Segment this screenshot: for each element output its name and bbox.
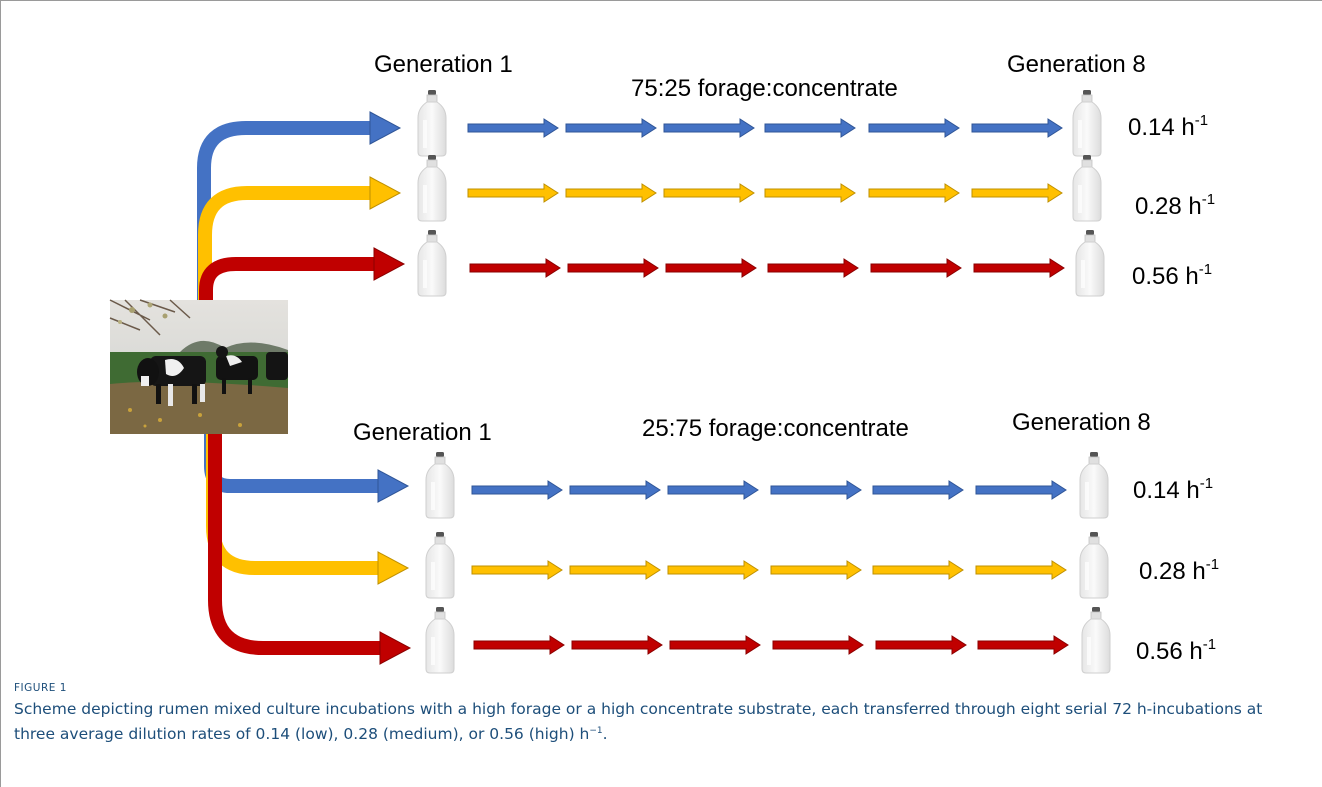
group2-rate-yellow: 0.28 h-1 — [1139, 556, 1219, 585]
rate-exponent: -1 — [1200, 475, 1213, 492]
caption-body: Scheme depicting rumen mixed culture inc… — [14, 700, 1263, 744]
feed-arrows — [197, 111, 412, 665]
group2-rate-blue: 0.14 h-1 — [1133, 475, 1213, 504]
culture-bottle-icon — [417, 90, 447, 157]
frame-border-top — [0, 0, 1322, 1]
transfer-arrow — [977, 635, 1069, 655]
rate-exponent: -1 — [1199, 261, 1212, 278]
group1-rate-yellow: 0.28 h-1 — [1135, 191, 1215, 220]
caption-text: Scheme depicting rumen mixed culture inc… — [14, 698, 1304, 745]
transfer-arrow — [471, 560, 563, 580]
transfer-arrow — [565, 118, 657, 138]
culture-bottle-icon — [417, 155, 447, 222]
rate-exponent: -1 — [1203, 636, 1216, 653]
transfer-arrow — [663, 118, 755, 138]
transfer-arrow — [473, 635, 565, 655]
transfer-arrow — [567, 258, 659, 278]
rate-value: 0.56 h — [1136, 638, 1203, 665]
transfer-arrow — [565, 183, 657, 203]
rate-exponent: -1 — [1195, 112, 1208, 129]
feed-arrowhead-top-red — [373, 247, 406, 281]
culture-bottle-icon — [1079, 452, 1109, 519]
transfer-arrow — [471, 480, 563, 500]
transfer-arrow — [975, 560, 1067, 580]
feed-arrow-top-red — [199, 257, 376, 300]
feed-arrowhead-top-blue — [369, 111, 402, 145]
culture-bottle-icon — [1079, 532, 1109, 599]
transfer-arrow — [868, 118, 960, 138]
rate-value: 0.28 h — [1139, 558, 1206, 585]
group1-rate-blue: 0.14 h-1 — [1128, 112, 1208, 141]
transfer-arrow — [971, 118, 1063, 138]
group2-rate-red: 0.56 h-1 — [1136, 636, 1216, 665]
scheme-diagram: Generation 1 75:25 forage:concentrate Ge… — [109, 51, 1219, 674]
culture-bottle-icon — [425, 452, 455, 519]
transfer-arrow — [663, 183, 755, 203]
transfer-arrow — [770, 560, 862, 580]
culture-bottle-icon — [417, 230, 447, 297]
feed-arrow-bottom-red — [208, 432, 382, 655]
group1-rate-red: 0.56 h-1 — [1132, 261, 1212, 290]
feed-arrow-top-blue — [197, 121, 372, 300]
rate-exponent: -1 — [1202, 191, 1215, 208]
feed-arrowhead-bottom-red — [379, 631, 412, 665]
transfer-arrow — [767, 258, 859, 278]
transfer-arrow — [667, 480, 759, 500]
group2-generation-start: Generation 1 — [353, 419, 492, 446]
transfer-arrow — [872, 560, 964, 580]
culture-bottle-icon — [425, 532, 455, 599]
transfer-arrow — [665, 258, 757, 278]
group2-ratio-label: 25:75 forage:concentrate — [642, 415, 909, 442]
transfer-arrow — [667, 560, 759, 580]
frame-border-left — [0, 0, 1, 787]
transfer-arrow — [469, 258, 561, 278]
transfer-arrow — [467, 118, 559, 138]
group1-generation-start: Generation 1 — [374, 51, 513, 78]
transfer-arrow — [764, 183, 856, 203]
transfer-arrow — [870, 258, 962, 278]
feed-arrowhead-bottom-yellow — [377, 551, 410, 585]
rate-value: 0.14 h — [1133, 477, 1200, 504]
cow-photo — [109, 299, 288, 434]
feed-arrowhead-bottom-blue — [377, 469, 410, 503]
rate-value: 0.28 h — [1135, 193, 1202, 220]
transfer-arrow — [772, 635, 864, 655]
group1-generation-end: Generation 8 — [1007, 51, 1146, 78]
transfer-arrow — [975, 480, 1067, 500]
rate-value: 0.56 h — [1132, 263, 1199, 290]
transfer-arrow — [569, 480, 661, 500]
caption-end: . — [602, 725, 608, 744]
transfer-arrow — [973, 258, 1065, 278]
transfer-arrow — [467, 183, 559, 203]
caption-exponent: −1 — [589, 726, 603, 736]
figure-caption: FIGURE 1 Scheme depicting rumen mixed cu… — [14, 682, 1304, 745]
transfer-arrow — [875, 635, 967, 655]
culture-bottle-icon — [1081, 607, 1111, 674]
transfer-arrow — [669, 635, 761, 655]
culture-bottle-icon — [1075, 230, 1105, 297]
transfer-arrow — [872, 480, 964, 500]
culture-bottle-icon — [1072, 90, 1102, 157]
transfer-arrow — [971, 183, 1063, 203]
feed-arrowhead-top-yellow — [369, 176, 402, 210]
transfer-arrow — [571, 635, 663, 655]
rate-value: 0.14 h — [1128, 114, 1195, 141]
transfer-arrow — [569, 560, 661, 580]
feed-arrow-bottom-yellow — [206, 432, 380, 575]
figure-label: FIGURE 1 — [14, 682, 67, 694]
culture-bottle-icon — [1072, 155, 1102, 222]
incubation-rows — [417, 90, 1111, 674]
transfer-arrow — [764, 118, 856, 138]
rate-exponent: -1 — [1206, 556, 1219, 573]
group1-ratio-label: 75:25 forage:concentrate — [631, 75, 898, 102]
group2-generation-end: Generation 8 — [1012, 409, 1151, 436]
culture-bottle-icon — [425, 607, 455, 674]
transfer-arrow — [868, 183, 960, 203]
feed-arrow-top-yellow — [198, 186, 372, 300]
transfer-arrow — [770, 480, 862, 500]
